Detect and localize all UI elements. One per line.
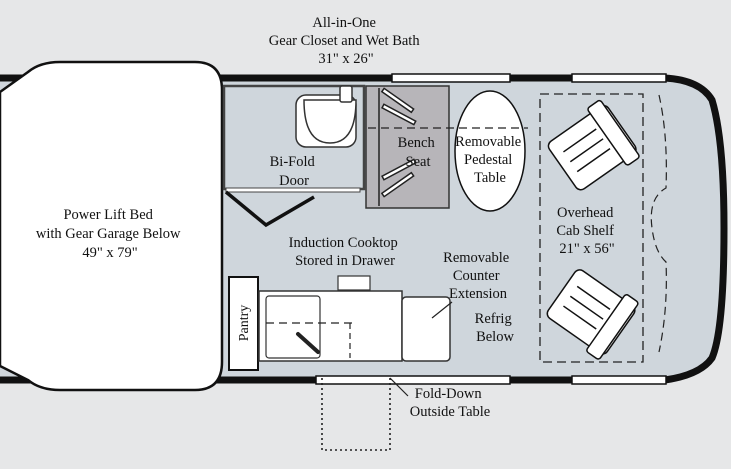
outside-table (321, 378, 391, 451)
lift-bed (0, 60, 224, 392)
pedestal-table (454, 90, 526, 212)
driver-seat (547, 99, 640, 191)
bifold-door (224, 190, 315, 228)
dashboard-outline (650, 94, 667, 353)
overhead-shelf-label: Overhead Cab Shelf 21" x 56" (556, 205, 617, 257)
induction-cooktop-label: Induction Cooktop Stored in Drawer (289, 235, 402, 269)
refrig-leader-line (431, 301, 453, 319)
refrig-label: Refrig Below (475, 311, 516, 345)
window-bottom-right (571, 375, 667, 385)
window-top-left (391, 73, 511, 83)
gear-closet-label: All-in-One Gear Closet and Wet Bath 31" … (269, 15, 423, 67)
outside-table-label: Fold-Down Outside Table (410, 386, 490, 420)
passenger-seat (546, 269, 639, 360)
pantry-cabinet (228, 276, 259, 371)
lift-bed-label: Power Lift Bed with Gear Garage Below 49… (36, 207, 184, 261)
pantry-label: Pantry (237, 305, 252, 342)
window-top-right (571, 73, 667, 83)
counter-extension (401, 296, 451, 362)
overhead-cab-shelf (539, 93, 644, 363)
induction-cooktop (337, 275, 371, 291)
pedestal-table-label: Removable Pedestal Table (455, 134, 525, 186)
counter-extension-label: Removable Counter Extension (443, 250, 513, 302)
bench-seat-label: Bench Seat (398, 135, 439, 170)
bench-seat (365, 85, 450, 209)
outside-table-leader-line (389, 377, 409, 397)
toilet (295, 85, 357, 148)
bifold-door-label: Bi-Fold Door (270, 154, 319, 189)
faucet (296, 332, 320, 354)
closet-threshold (225, 187, 361, 193)
window-bottom-left (315, 375, 511, 385)
